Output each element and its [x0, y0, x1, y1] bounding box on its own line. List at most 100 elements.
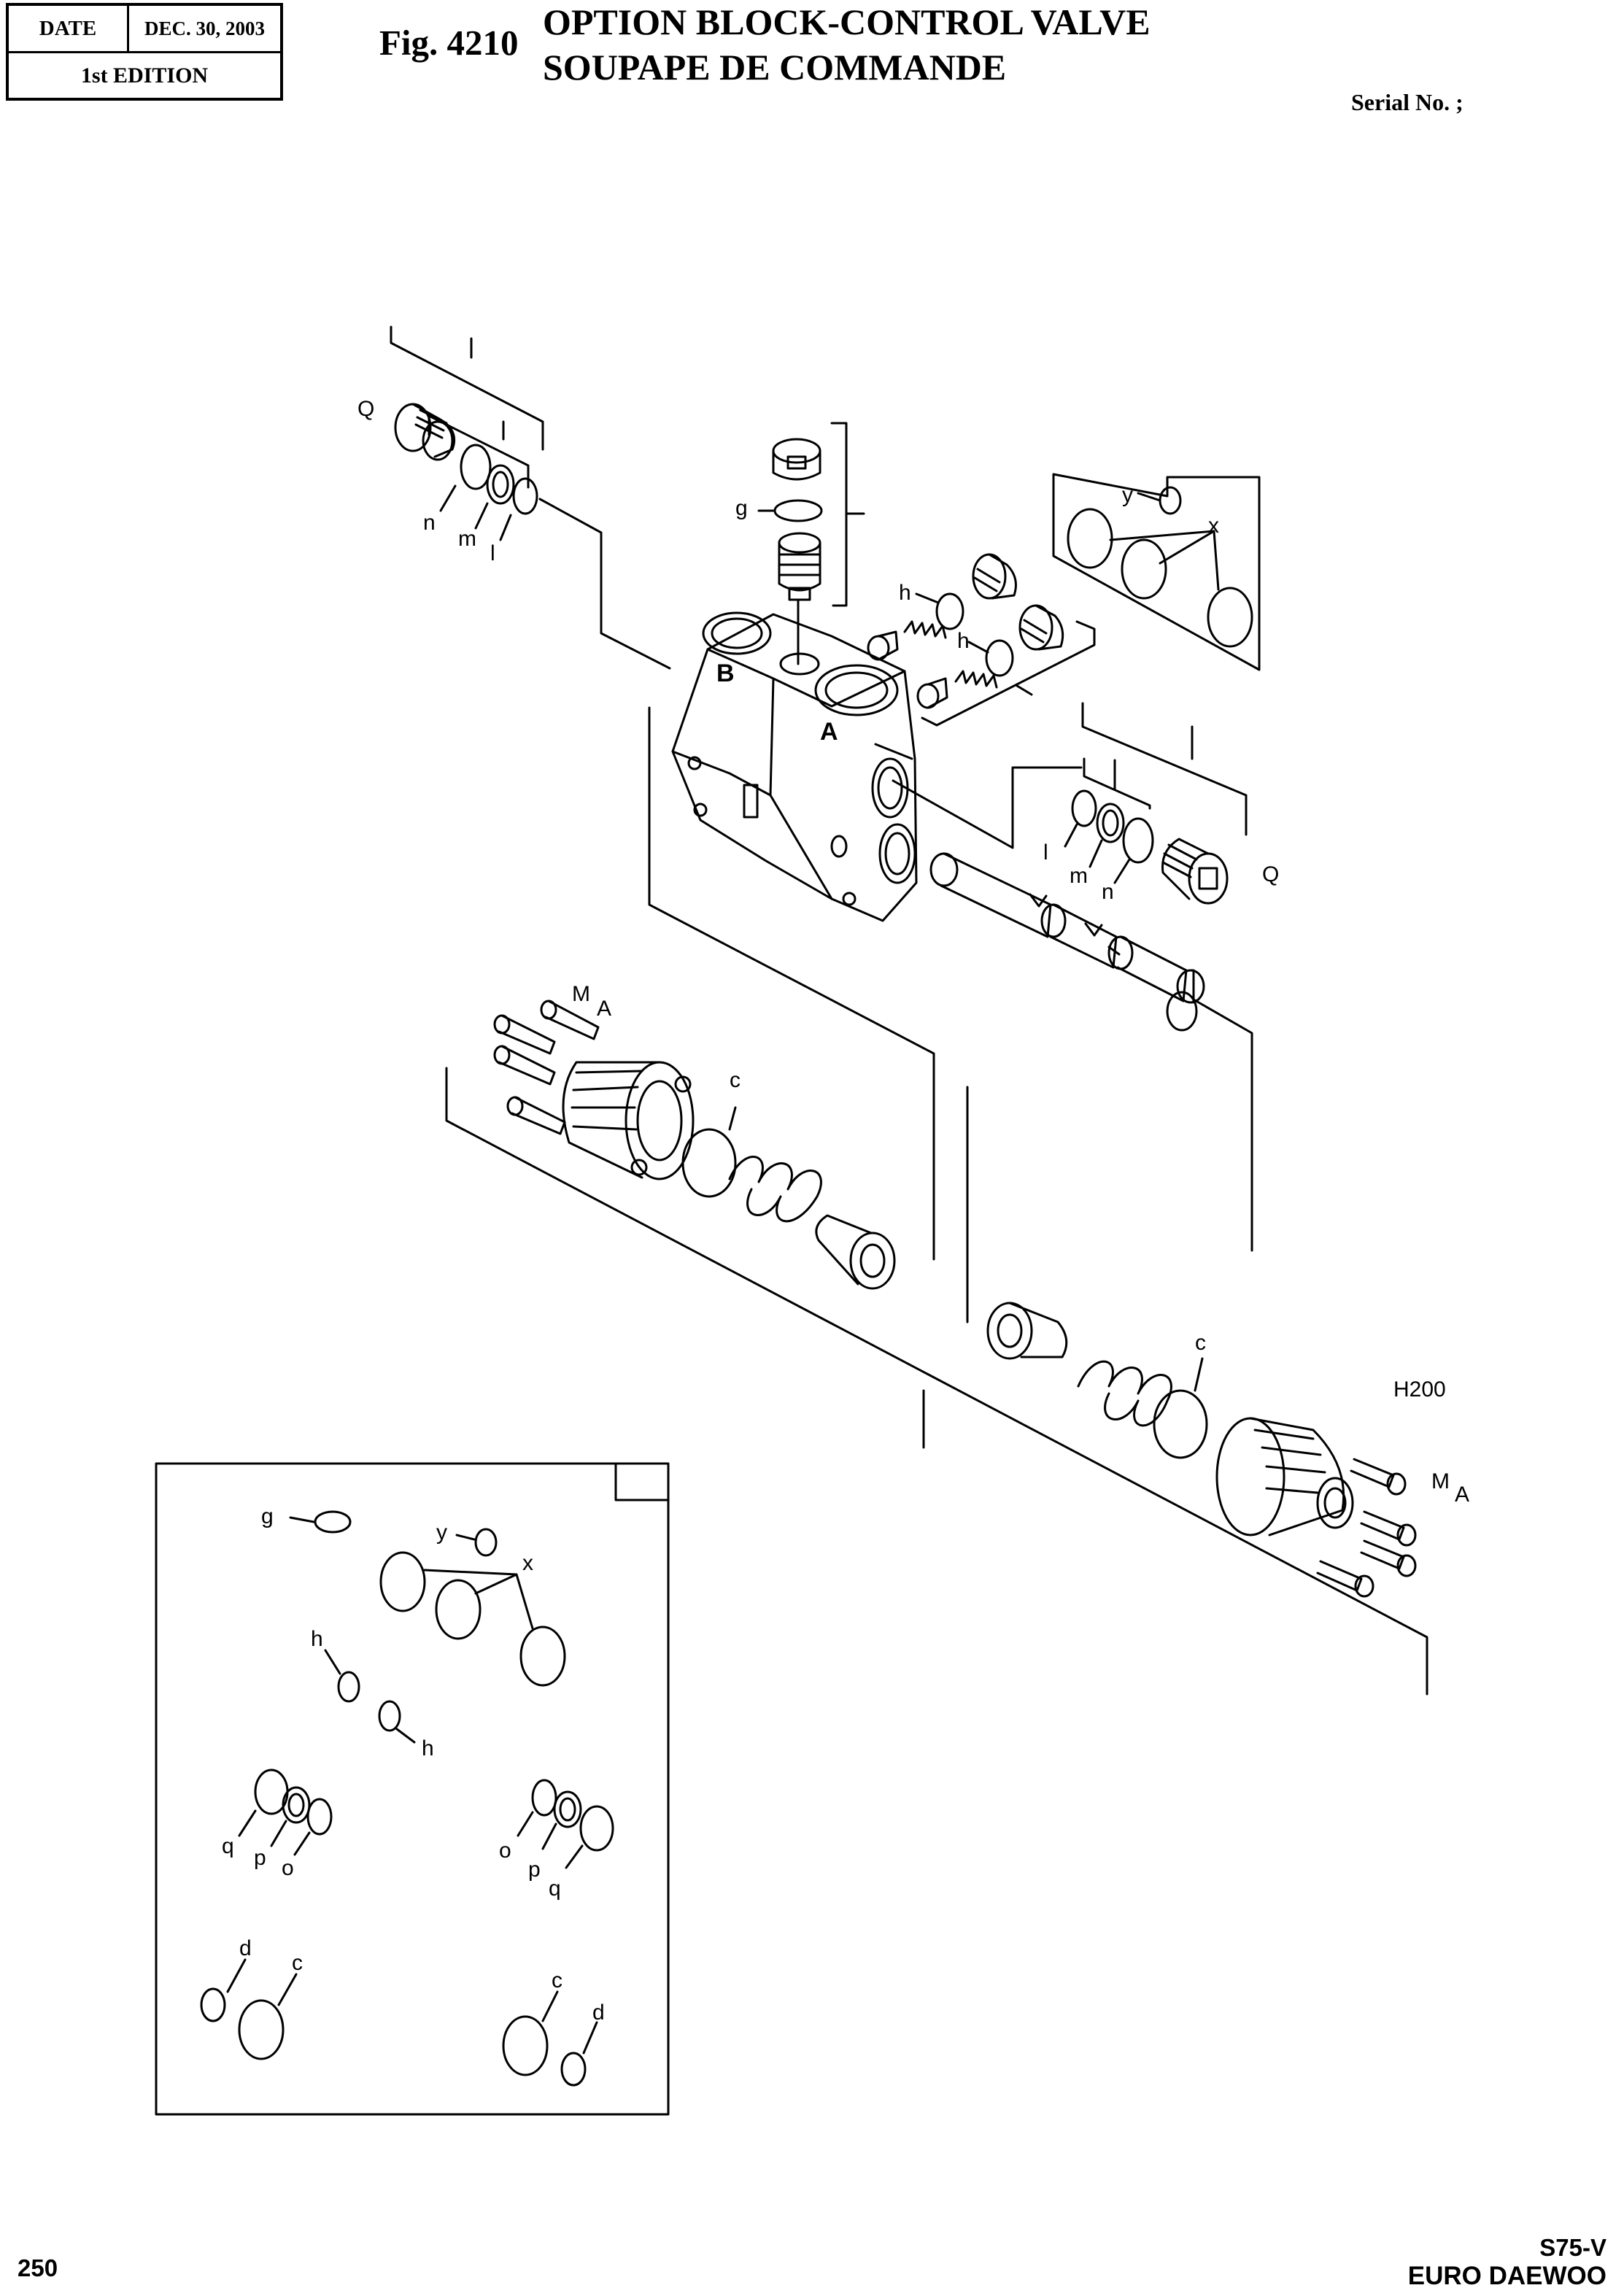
leader-l-upper — [499, 514, 512, 541]
leader-h-lower — [967, 641, 989, 654]
seal-kit-box — [155, 1462, 670, 2116]
kit-o-ring-x1 — [379, 1551, 426, 1612]
label-q-upper: Q — [357, 397, 374, 421]
leader-n-right — [1113, 858, 1131, 884]
bolt-upper-left — [540, 1000, 600, 1040]
kit-o-ring-g — [314, 1510, 352, 1534]
label-h200: H200 — [1393, 1377, 1446, 1402]
kit-leader-p-left — [270, 1820, 287, 1847]
body-right-bracket — [892, 766, 1083, 849]
leader-y-top — [1137, 492, 1161, 502]
bolt-fourth-right — [1316, 1560, 1374, 1598]
label-n-upper: n — [423, 511, 436, 535]
figure-number: Fig. 4210 — [379, 23, 519, 63]
label-a-right: A — [1455, 1483, 1469, 1507]
kit-leader-c-right — [541, 1990, 559, 2022]
label-a-left: A — [597, 997, 611, 1021]
o-ring-c-right — [1153, 1389, 1208, 1459]
title-french: SOUPAPE DE COMMANDE — [543, 47, 1007, 88]
serial-number: Serial No. ; — [1351, 89, 1463, 115]
label-h-lower: h — [957, 629, 970, 653]
valve-body — [671, 611, 918, 922]
backup-ring-m-right-inner — [1102, 809, 1119, 837]
leader-c-right — [1194, 1357, 1204, 1392]
upper-left-bracket — [390, 325, 671, 670]
spool — [929, 852, 1205, 1032]
kit-label-d-left: d — [239, 1936, 252, 1960]
label-c-left: c — [730, 1068, 741, 1092]
kit-o-ring-y — [474, 1528, 498, 1557]
kit-label-p-left: p — [254, 1846, 266, 1870]
label-m-upper: m — [458, 527, 476, 551]
label-x-top: x — [1208, 514, 1219, 538]
date-edition-box: DATE DEC. 30, 2003 1st EDITION — [6, 3, 283, 101]
edition-label: 1st EDITION — [80, 63, 209, 88]
leader-x-a — [1159, 530, 1215, 565]
kit-o-ring-c-right — [502, 2015, 549, 2076]
leader-x-c — [1213, 530, 1220, 591]
seal-kit-box-corner — [614, 1462, 670, 1501]
backup-ring-m-upper — [486, 464, 515, 505]
kit-leader-c-left — [277, 1973, 298, 2006]
spring-left — [728, 1156, 822, 1223]
kit-label-h2: h — [422, 1736, 434, 1760]
leader-m-upper — [474, 502, 489, 530]
kit-leader-d-left — [226, 1958, 247, 1993]
right-bracket-outer — [1081, 702, 1248, 836]
o-ring-h-lower — [985, 639, 1014, 677]
body-left-bracket — [648, 706, 935, 1261]
spring-right — [1077, 1360, 1172, 1427]
o-ring-h-upper — [935, 592, 964, 630]
cap-housing-right — [1215, 1417, 1354, 1537]
port-b-label: B — [716, 660, 735, 687]
o-ring-g-top — [773, 499, 823, 522]
label-h-upper: h — [899, 581, 911, 605]
kit-leader-p-right — [541, 1823, 557, 1850]
h-bracket — [921, 620, 1096, 727]
port-a-label: A — [820, 718, 838, 746]
bolt-second-right — [1360, 1510, 1417, 1547]
brand-name: EURO DAEWOO — [1407, 2262, 1606, 2290]
o-ring-y-top — [1159, 486, 1182, 515]
plug-q-upper — [394, 403, 456, 461]
kit-leader-h2 — [395, 1728, 416, 1744]
label-g-top: g — [735, 496, 748, 520]
kit-o-ring-o-right — [531, 1779, 557, 1817]
kit-leader-o-right — [517, 1811, 534, 1837]
o-ring-n-upper — [460, 444, 492, 490]
kit-leader-q-right — [565, 1844, 584, 1869]
kit-label-q-left: q — [222, 1834, 234, 1858]
spool-bracket — [1192, 998, 1253, 1252]
backup-ring-m-right — [1096, 803, 1125, 843]
spring-seat-left — [815, 1214, 896, 1290]
label-l-right: l — [1043, 840, 1048, 865]
kit-leader-x-c — [515, 1573, 534, 1630]
kit-o-ring-h1 — [337, 1671, 360, 1703]
top-bracket — [830, 422, 848, 607]
spring-h-upper — [903, 620, 947, 639]
label-y-top: y — [1122, 483, 1133, 507]
o-ring-n-right — [1122, 817, 1154, 864]
leader-n-upper — [439, 484, 457, 512]
backup-ring-m-upper-inner — [492, 471, 509, 498]
kit-label-q-right: q — [549, 1876, 561, 1901]
kit-label-o-right: o — [499, 1839, 511, 1863]
label-c-right: c — [1195, 1331, 1206, 1355]
leader-x-b — [1109, 530, 1215, 541]
kit-leader-g — [289, 1516, 315, 1523]
title-english: OPTION BLOCK-CONTROL VALVE — [543, 1, 1151, 42]
kit-leader-y — [455, 1534, 476, 1541]
kit-label-c-right: c — [552, 1968, 562, 1992]
leader-c-left — [728, 1106, 737, 1131]
right-bracket-inner — [1083, 757, 1151, 810]
o-ring-l-upper — [512, 477, 538, 515]
date-row: DATE DEC. 30, 2003 — [9, 6, 280, 53]
kit-leader-x-a — [423, 1569, 518, 1576]
bottom-bracket — [445, 1067, 1428, 1696]
top-plug — [772, 438, 821, 481]
bolt-third-left — [493, 1045, 556, 1086]
o-ring-x1-top — [1067, 508, 1113, 569]
kit-label-h1: h — [311, 1627, 323, 1651]
h-bracket-tick — [1016, 684, 1033, 696]
